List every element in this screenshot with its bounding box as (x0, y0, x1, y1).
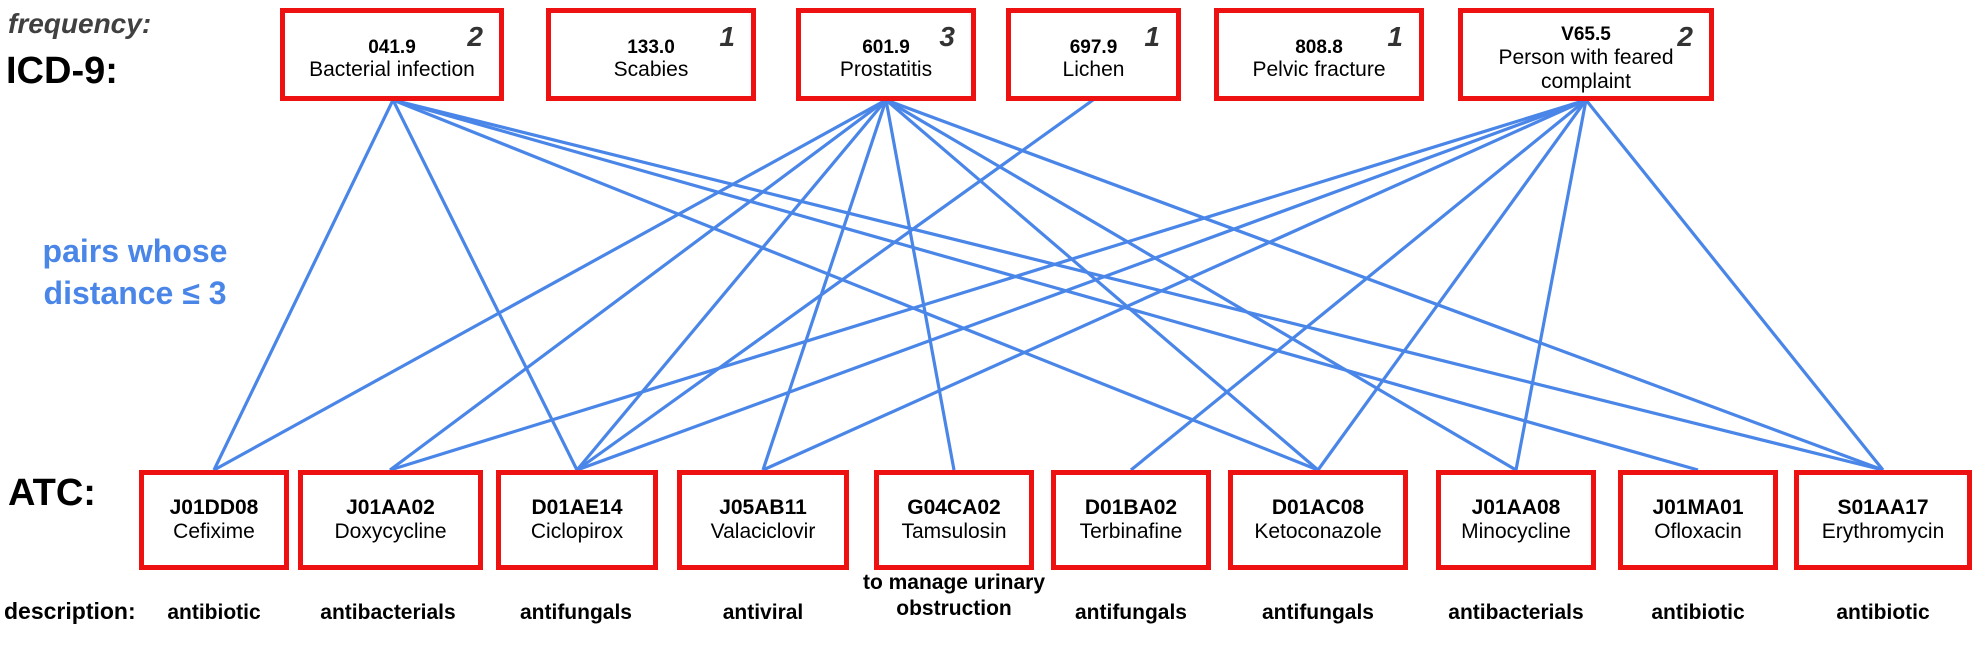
icd-node-8088[interactable]: 1 808.8 Pelvic fracture (1214, 8, 1424, 101)
icd-frequency: 1 (1144, 21, 1160, 52)
edge-041.9-J01DD08 (212, 99, 395, 471)
icd-frequency: 2 (467, 21, 483, 52)
icd-name: Lichen (1062, 58, 1125, 82)
atc-code: D01BA02 (1084, 495, 1178, 519)
atc-description: antifungals (1261, 601, 1374, 624)
icd-frequency: 2 (1677, 21, 1693, 52)
atc-code: G04CA02 (907, 495, 1001, 519)
edge-V65.5-S01AA17 (1584, 98, 1885, 472)
icd-code: 133.0 (627, 36, 675, 58)
atc-node-j01aa02[interactable]: J01AA02 Doxycycline (298, 470, 483, 570)
edge-601.9-J01DD08 (213, 98, 887, 472)
icd-code: 808.8 (1295, 36, 1343, 58)
icd-frequency: 3 (939, 21, 955, 52)
icd9-label: ICD-9: (6, 50, 118, 92)
atc-description: antibiotic (167, 601, 261, 624)
atc-node-g04ca02[interactable]: G04CA02 Tamsulosin (874, 470, 1034, 570)
icd-name: Pelvic fracture (1252, 58, 1386, 82)
atc-code: J01DD08 (169, 495, 259, 519)
atc-node-s01aa17[interactable]: S01AA17 Erythromycin (1794, 470, 1972, 570)
atc-node-d01ac08[interactable]: D01AC08 Ketoconazole (1228, 470, 1408, 570)
atc-description: antibacterials (1448, 601, 1584, 624)
atc-code: J01AA02 (346, 495, 435, 519)
atc-name: Terbinafine (1079, 520, 1183, 543)
atc-description: antiviral (722, 601, 804, 624)
atc-code: D01AE14 (531, 495, 623, 519)
icd-name: Bacterial infection (309, 58, 475, 82)
frequency-label: frequency: (8, 8, 152, 39)
icd-frequency: 1 (1387, 21, 1403, 52)
atc-node-d01ba02[interactable]: D01BA02 Terbinafine (1051, 470, 1211, 570)
edge-601.9-J01AA08 (885, 98, 1517, 472)
edge-041.9-D01AE14 (391, 99, 579, 471)
edge-V65.5-D01AC08 (1316, 99, 1588, 471)
icd-name: Scabies (613, 58, 689, 82)
pairs-legend: pairs whose distance ≤ 3 (20, 230, 250, 314)
atc-node-j01dd08[interactable]: J01DD08 Cefixime (139, 470, 289, 570)
atc-name: Erythromycin (1821, 520, 1945, 543)
icd-name: Prostatitis (839, 58, 933, 82)
atc-label: ATC: (8, 472, 96, 514)
atc-description: antibiotic (1836, 601, 1930, 624)
atc-node-d01ae14[interactable]: D01AE14 Ciclopirox (496, 470, 658, 570)
icd-name: Person with feared complaint (1498, 46, 1674, 94)
icd-code: 697.9 (1069, 36, 1118, 58)
atc-name: Ketoconazole (1254, 520, 1382, 543)
atc-name: Doxycycline (334, 520, 447, 543)
edge-V65.5-J01AA08 (1514, 99, 1588, 471)
edge-V65.5-D01BA02 (1129, 98, 1588, 472)
edge-V65.5-J01AA02 (389, 98, 1587, 472)
edge-601.9-D01AC08 (884, 98, 1320, 472)
atc-name: Ofloxacin (1654, 520, 1742, 543)
edge-601.9-J05AB11 (761, 99, 888, 471)
edge-601.9-S01AA17 (885, 98, 1884, 472)
atc-code: J01MA01 (1652, 495, 1744, 519)
atc-node-j01ma01[interactable]: J01MA01 Ofloxacin (1618, 470, 1778, 570)
atc-description: antibacterials (320, 601, 456, 624)
edge-V65.5-J05AB11 (762, 98, 1587, 472)
edge-V65.5-D01AE14 (576, 98, 1587, 472)
atc-name: Tamsulosin (901, 520, 1007, 543)
icd-frequency: 1 (719, 21, 735, 52)
atc-name: Cefixime (173, 520, 255, 543)
icd-node-1330[interactable]: 1 133.0 Scabies (546, 8, 756, 101)
atc-code: J01AA08 (1471, 495, 1561, 519)
icd-node-0419[interactable]: 2 041.9 Bacterial infection (280, 8, 504, 101)
icd-node-v655[interactable]: 2 V65.5 Person with feared complaint (1458, 8, 1714, 101)
atc-code: J05AB11 (719, 495, 807, 519)
edge-601.9-D01AE14 (575, 98, 888, 472)
atc-description: antibiotic (1651, 601, 1745, 624)
atc-code: S01AA17 (1837, 495, 1929, 519)
icd-code: 601.9 (862, 36, 910, 58)
atc-node-j05ab11[interactable]: J05AB11 Valaciclovir (677, 470, 849, 570)
icd-code: 041.9 (368, 36, 416, 58)
pairs-legend-line2: distance ≤ 3 (43, 275, 227, 311)
edge-601.9-J01AA02 (389, 98, 887, 472)
atc-code: D01AC08 (1271, 495, 1365, 519)
icd-code: V65.5 (1561, 24, 1611, 46)
edge-041.9-S01AA17 (392, 98, 1884, 472)
atc-name: Ciclopirox (530, 520, 624, 543)
edge-697.9-D01AE14 (576, 98, 1094, 472)
pairs-legend-line1: pairs whose (42, 233, 228, 269)
icd-node-6019[interactable]: 3 601.9 Prostatitis (796, 8, 976, 101)
icd-node-6979[interactable]: 1 697.9 Lichen (1006, 8, 1181, 101)
edge-041.9-J01MA01 (392, 98, 1699, 472)
description-label: description: (4, 598, 136, 624)
atc-node-j01aa08[interactable]: J01AA08 Minocycline (1436, 470, 1596, 570)
atc-description: antifungals (519, 601, 632, 624)
edge-601.9-G04CA02 (884, 99, 956, 471)
atc-description: antifungals (1074, 601, 1187, 624)
atc-description: to manage urinary obstruction (862, 571, 1046, 620)
edge-041.9-D01AC08 (392, 98, 1319, 472)
atc-name: Valaciclovir (710, 520, 816, 543)
atc-name: Minocycline (1461, 520, 1571, 543)
